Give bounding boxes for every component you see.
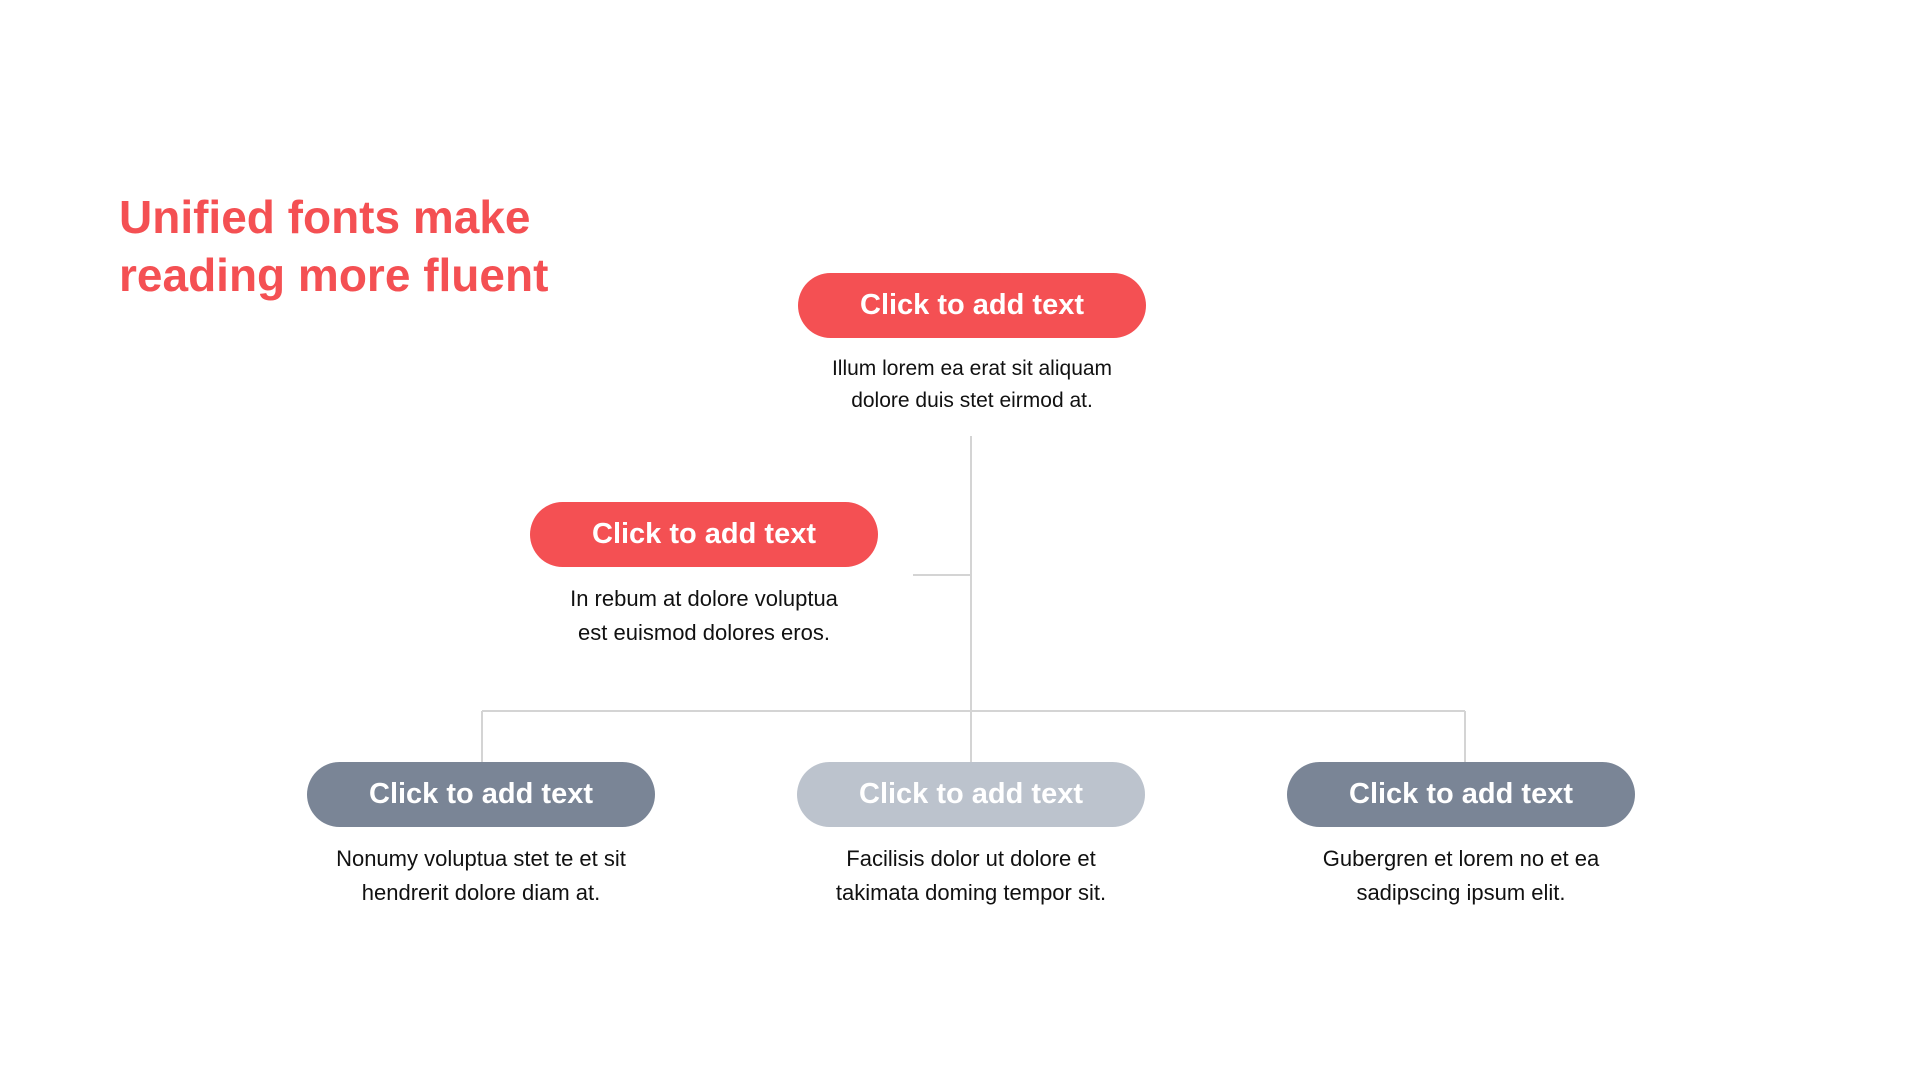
page-title: Unified fonts make reading more fluent [119,188,759,304]
title-line-2: reading more fluent [119,249,549,301]
title-line-1: Unified fonts make [119,191,531,243]
bottom-left-node-description: Nonumy voluptua stet te et sit hendrerit… [336,846,626,905]
node-bottom-left: Click to add text Nonumy voluptua stet t… [307,762,655,910]
node-bottom-center: Click to add text Facilisis dolor ut dol… [797,762,1145,910]
middle-node-button[interactable]: Click to add text [530,502,878,567]
node-bottom-right: Click to add text Gubergren et lorem no … [1287,762,1635,910]
bottom-right-node-description: Gubergren et lorem no et ea sadipscing i… [1322,846,1600,905]
bottom-right-node-button[interactable]: Click to add text [1287,762,1635,827]
bottom-center-node-description: Facilisis dolor ut dolore et takimata do… [835,846,1107,905]
middle-node-description: In rebum at dolore voluptua est euismod … [570,586,838,645]
bottom-center-node-button[interactable]: Click to add text [797,762,1145,827]
node-top: Click to add text Illum lorem ea erat si… [798,273,1146,417]
top-node-button[interactable]: Click to add text [798,273,1146,338]
bottom-left-node-button[interactable]: Click to add text [307,762,655,827]
top-node-description: Illum lorem ea erat sit aliquam dolore d… [831,357,1113,412]
node-middle: Click to add text In rebum at dolore vol… [530,502,878,650]
